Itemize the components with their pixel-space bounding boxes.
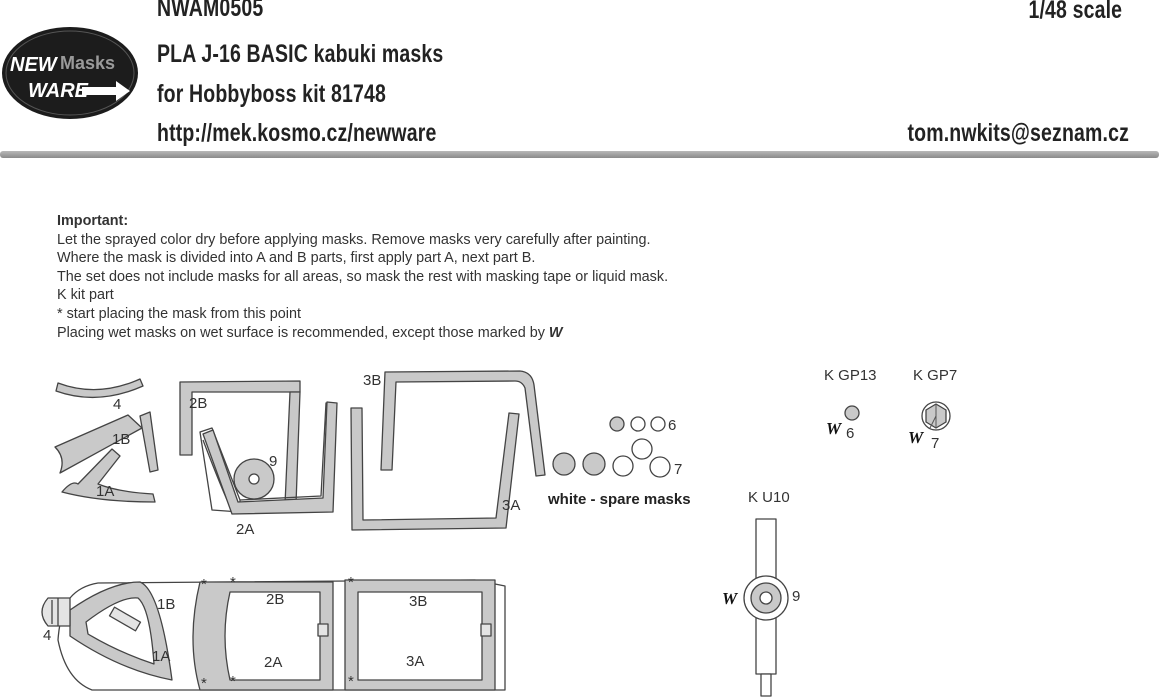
pitot-part (41, 597, 71, 627)
label-1b: 1B (112, 431, 130, 448)
placement-1-inner (85, 597, 155, 665)
instruction-line: K kit part (57, 287, 114, 304)
mask-7-spare (631, 438, 653, 460)
kit-gp13-label: K GP13 (824, 367, 877, 384)
mask-1b (54, 414, 143, 474)
mask-6-spare (650, 416, 666, 432)
mask-6-spare (630, 416, 646, 432)
instruction-line: * start placing the mask from this point (57, 305, 301, 322)
placement-label-2b: 2B (266, 591, 284, 608)
w-symbol-icon: W (826, 419, 843, 438)
mask-4 (55, 378, 144, 399)
logo-text-new: NEW (10, 54, 59, 76)
gp7-number: 7 (931, 435, 939, 452)
start-marker: * (348, 673, 354, 690)
placement-label-1a: 1A (152, 648, 170, 665)
u10-tip (760, 673, 772, 697)
placement-label-1b: 1B (157, 596, 175, 613)
start-marker: * (348, 574, 354, 591)
instructions-heading: Important: (57, 213, 129, 229)
instruction-line: Placing wet masks on wet surface is reco… (57, 324, 545, 341)
placement-label-3a: 3A (406, 653, 424, 670)
label-1a: 1A (96, 483, 114, 500)
mask-1a (61, 448, 156, 503)
product-code: NWAM0505 (157, 0, 264, 22)
mask-6-a (609, 416, 625, 432)
mask-2b-side (284, 391, 301, 505)
u10-hole (759, 591, 773, 605)
kit-gp7-label: K GP7 (913, 367, 957, 384)
arrow-icon (82, 81, 130, 101)
kit-u10-label: K U10 (748, 489, 790, 506)
label-2b: 2B (189, 395, 207, 412)
mask-7-spare (612, 455, 634, 477)
gp13-mask (844, 405, 860, 421)
mask-7-a (552, 452, 576, 476)
header-divider (0, 151, 1159, 158)
mask-sheet-drawing: 4 1B 1A 2B 2A 3B 3A 9 6 7 white - spare … (41, 367, 957, 697)
start-marker: * (201, 675, 207, 692)
scale-label: 1/48 scale (1028, 0, 1122, 24)
label-6: 6 (668, 417, 676, 434)
w-symbol-icon: W (722, 589, 739, 608)
mask-7-spare (649, 456, 671, 478)
email-link[interactable]: tom.nwkits@seznam.cz (907, 119, 1129, 147)
placement-2-inner (224, 591, 321, 681)
mask-3a (350, 407, 520, 531)
gp13-number: 6 (846, 425, 854, 442)
placement-label-2a: 2A (264, 654, 282, 671)
newware-logo: NEW Masks WARE (2, 27, 138, 119)
u10-number: 9 (792, 588, 800, 605)
instruction-line: Let the sprayed color dry before applyin… (57, 231, 651, 248)
product-subtitle: for Hobbyboss kit 81748 (157, 80, 386, 108)
mask-3b (380, 370, 546, 477)
label-2a: 2A (236, 521, 254, 538)
start-marker: * (230, 673, 236, 690)
mask-9-hole (248, 473, 260, 485)
mask-2b (179, 380, 301, 456)
start-marker: * (230, 574, 236, 591)
w-symbol-icon: W (908, 428, 925, 447)
placement-label-4: 4 (43, 627, 51, 644)
w-symbol-icon: W (548, 324, 562, 341)
product-title: PLA J-16 BASIC kabuki masks (157, 40, 444, 68)
placement-label-3b: 3B (409, 593, 427, 610)
website-link[interactable]: http://mek.kosmo.cz/newware (157, 119, 437, 147)
instruction-line: The set does not include masks for all a… (57, 268, 669, 285)
mask-7-b (582, 452, 606, 476)
mask-2a (202, 401, 338, 515)
instructions-block: Important: Let the sprayed color dry bef… (57, 212, 668, 342)
spare-masks-note: white - spare masks (547, 491, 691, 508)
label-7: 7 (674, 461, 682, 478)
instruction-line-wet: Placing wet masks on wet surface is reco… (57, 324, 668, 343)
label-4: 4 (113, 396, 121, 413)
placement-3-inner (357, 591, 483, 681)
start-marker: * (201, 576, 207, 593)
logo-text-ware: WARE (28, 80, 89, 102)
label-3a: 3A (502, 497, 520, 514)
logo-text-masks: Masks (60, 53, 115, 73)
label-9: 9 (269, 453, 277, 470)
mask-1a-strip (139, 411, 159, 473)
label-3b: 3B (363, 372, 381, 389)
instruction-line: Where the mask is divided into A and B p… (57, 250, 536, 267)
